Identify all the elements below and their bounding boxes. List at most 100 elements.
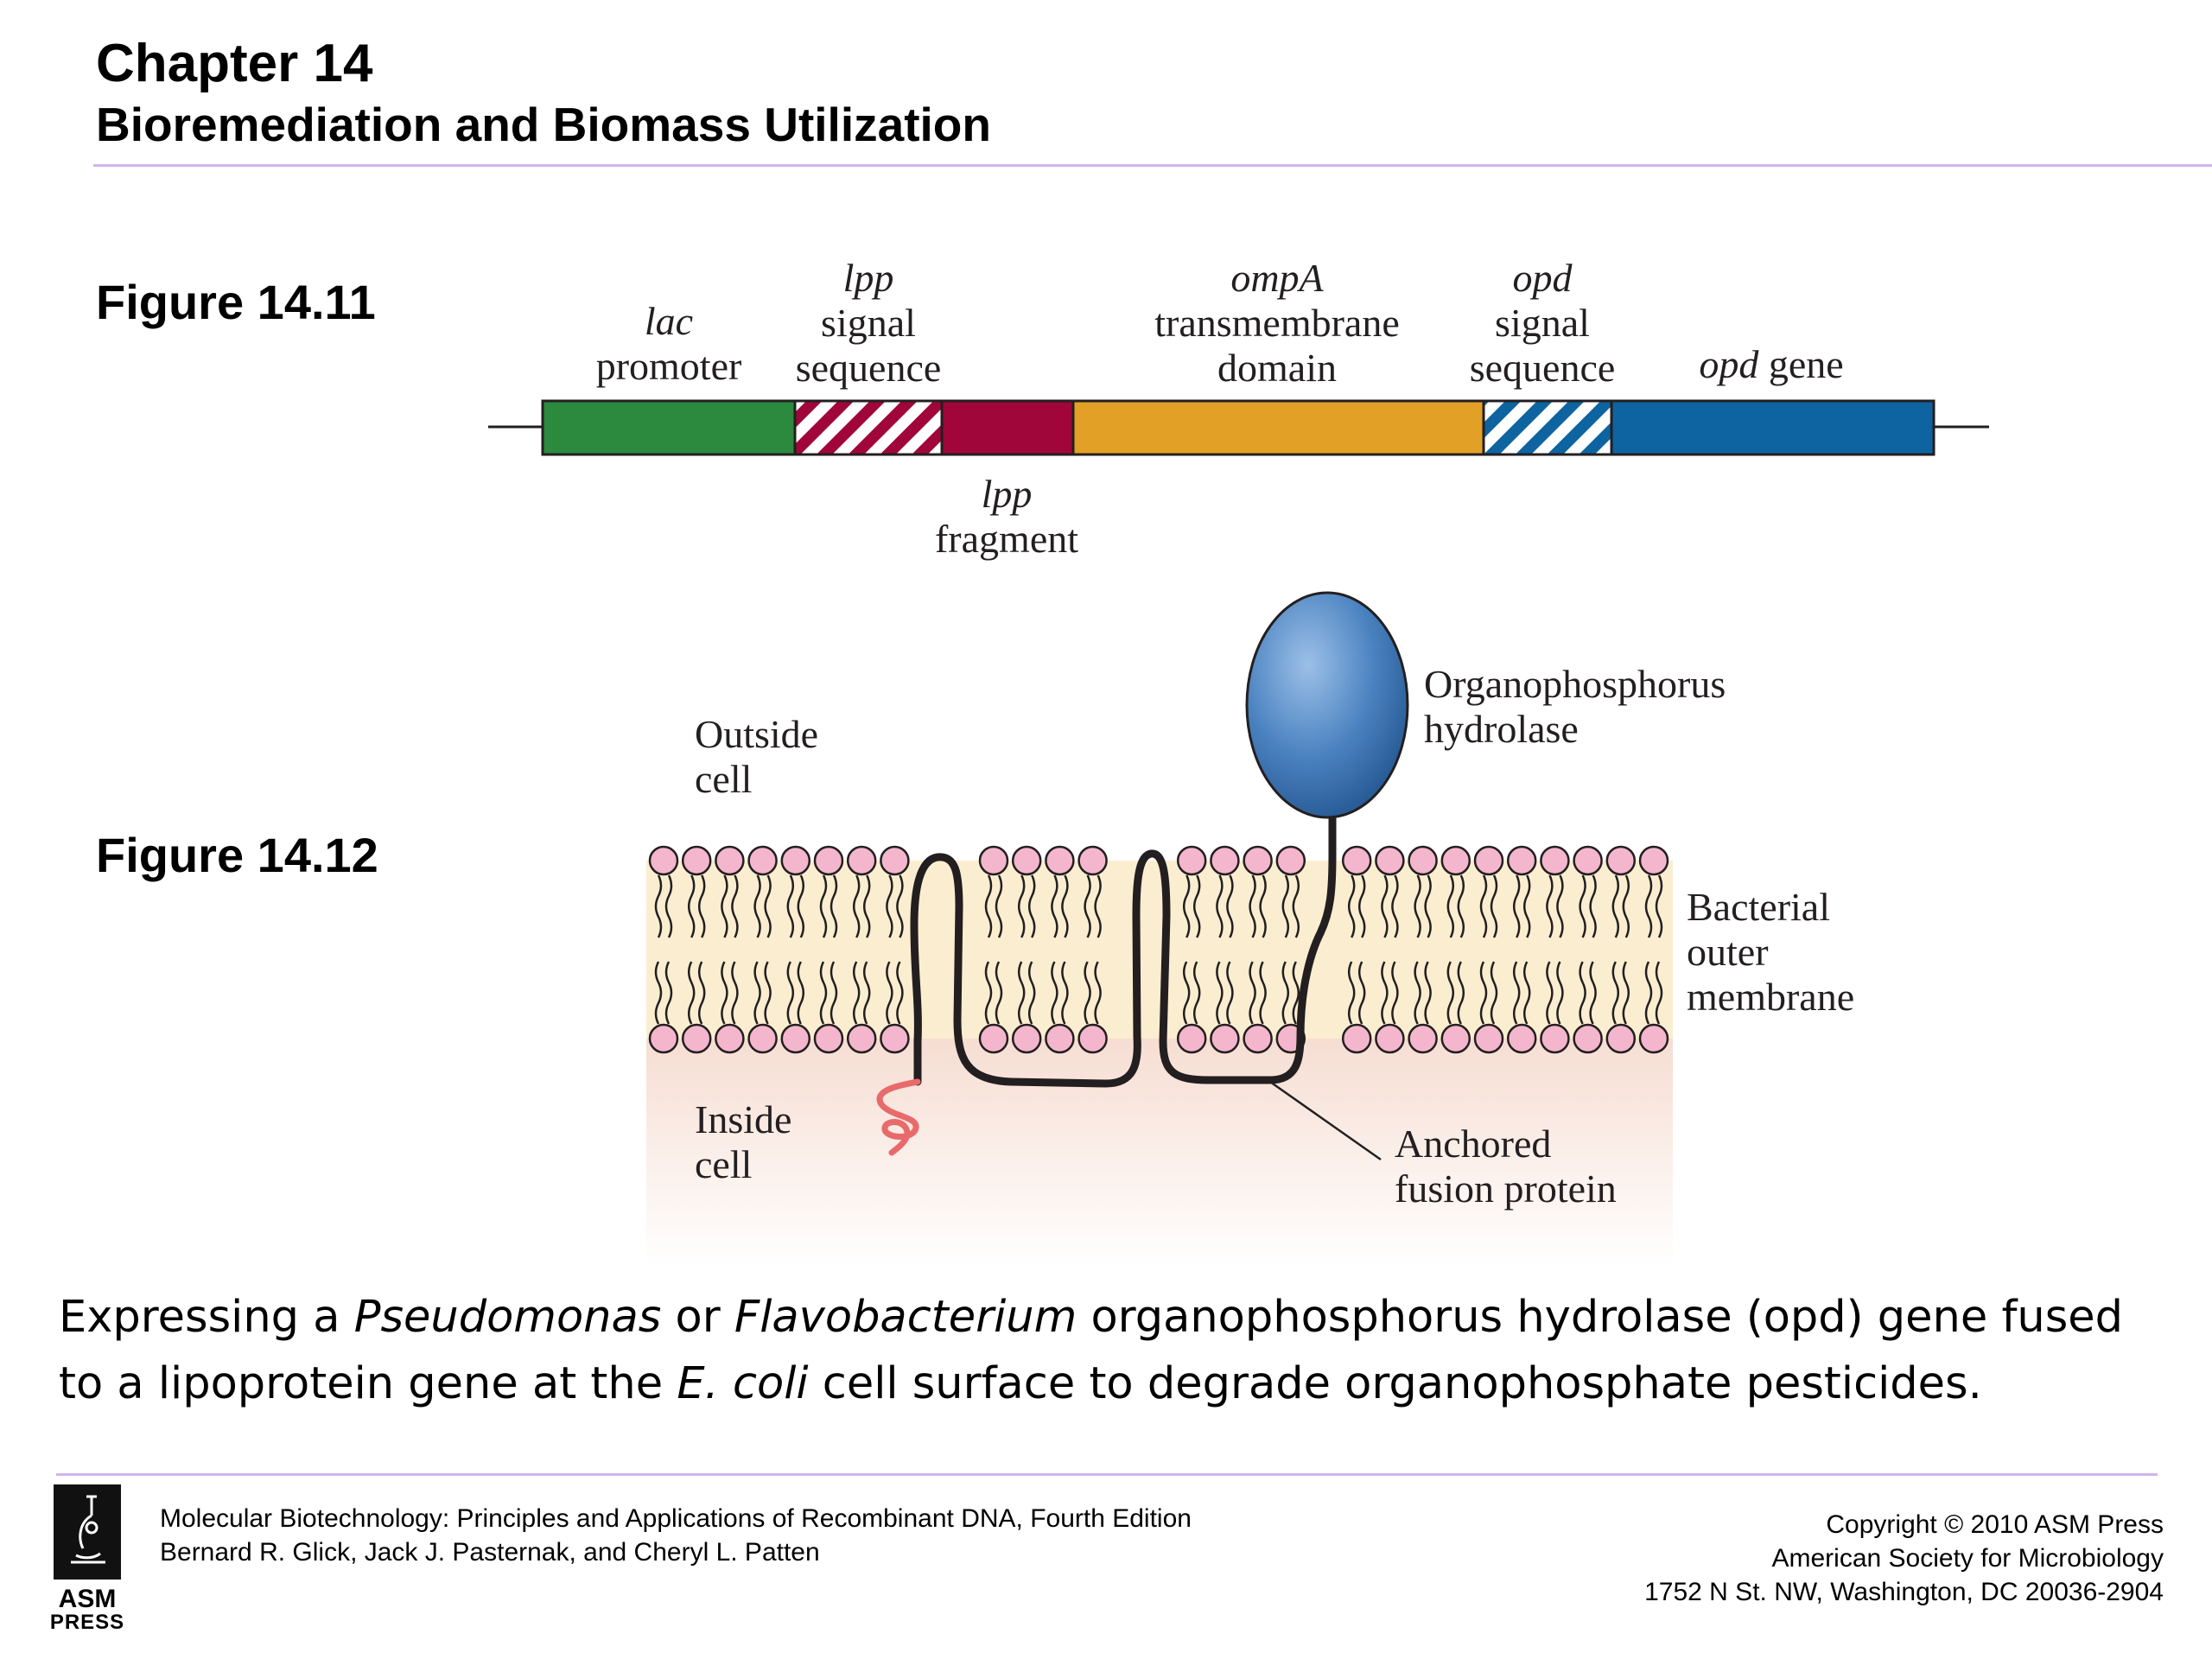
lipid-tail — [1611, 961, 1620, 1025]
lipid-tail — [1622, 961, 1630, 1025]
lipid-tail — [1512, 961, 1521, 1025]
lipid-tail — [1281, 874, 1290, 938]
membrane-headgroup-outer — [1540, 845, 1570, 876]
lipid-tail — [1259, 961, 1267, 1025]
lipid-tail — [1216, 961, 1224, 1025]
lipid-tail — [852, 961, 861, 1025]
lipid-tail — [886, 874, 893, 938]
label-bacterial-outer-membrane: Bacterial outer membrane — [1687, 885, 1855, 1019]
lipid-tail — [1414, 961, 1421, 1025]
label-opd-gene: opd gene — [1699, 342, 1844, 386]
membrane-headgroup-outer — [978, 845, 1009, 876]
lipid-tail — [1216, 874, 1224, 938]
membrane-headgroup-outer — [1473, 845, 1504, 876]
lipid-tail — [1094, 874, 1102, 938]
lipid-tail — [1479, 874, 1488, 938]
lipid-tail — [830, 874, 838, 938]
lipid-tail — [862, 961, 871, 1025]
membrane-headgroup-inner — [648, 1023, 679, 1054]
header-divider — [93, 164, 2212, 167]
lipid-tail — [687, 874, 696, 938]
lipid-tail — [1655, 961, 1663, 1025]
signal-peptide-tail — [876, 1078, 921, 1156]
membrane-headgroup-outer — [1243, 845, 1273, 876]
lipid-tail — [1061, 874, 1069, 938]
lipid-tail — [1249, 874, 1256, 938]
lipid-tail — [1490, 961, 1498, 1025]
lipid-tails — [654, 874, 1663, 1025]
label-ompa-transmembrane-domain: ompA transmembrane domain — [1154, 256, 1400, 390]
lipid-tail — [1644, 874, 1653, 938]
segment-lac-promoter — [543, 401, 795, 454]
lipid-tail — [1084, 874, 1091, 938]
lipid-tail — [1084, 961, 1091, 1025]
membrane-headgroup-outer — [715, 845, 745, 876]
membrane-headgroup-inner — [1473, 1023, 1504, 1054]
lipid-tail — [984, 961, 993, 1025]
publisher-society: American Society for Microbiology — [1771, 1544, 2164, 1573]
label-lac-promoter: lac promoter — [595, 299, 742, 388]
lipid-tail — [1017, 874, 1026, 938]
membrane-headgroup-inner — [1540, 1023, 1570, 1054]
lipid-tail — [1457, 961, 1465, 1025]
lipid-tail — [896, 874, 904, 938]
label-outside-cell: Outside cell — [695, 712, 819, 801]
book-title: Molecular Biotechnology: Principles and … — [160, 1504, 1192, 1533]
lipid-tail — [1192, 961, 1201, 1025]
lipid-tail — [1051, 961, 1058, 1025]
lipid-tail — [1017, 961, 1026, 1025]
membrane-headgroup-outer — [1210, 845, 1240, 876]
chapter-subtitle: Bioremediation and Biomass Utilization — [96, 98, 991, 151]
lipid-tail — [721, 961, 728, 1025]
segment-ompa-transmembrane-domain — [1073, 401, 1484, 454]
segment-lpp-signal-sequence — [795, 401, 942, 454]
lipid-tail — [1424, 961, 1432, 1025]
membrane-headgroup-inner — [780, 1023, 811, 1054]
lipid-tail — [1457, 874, 1465, 938]
lipid-tail — [819, 874, 828, 938]
lipid-tail — [1522, 874, 1531, 938]
membrane-headgroup-inner — [1077, 1023, 1108, 1054]
lipid-tail — [1182, 874, 1191, 938]
lipid-tail — [1292, 874, 1300, 938]
lipid-tail — [1381, 961, 1389, 1025]
lipid-tail — [1027, 961, 1036, 1025]
membrane-headgroup-outer — [1408, 845, 1438, 876]
figure-caption: Expressing a Pseudomonas or Flavobacteri… — [59, 1292, 2124, 1409]
lipid-tail — [1589, 874, 1597, 938]
lipid-tail — [1546, 961, 1554, 1025]
lipid-tail — [1424, 874, 1432, 938]
book-authors: Bernard R. Glick, Jack J. Pasternak, and… — [160, 1538, 820, 1567]
lipid-tail — [697, 961, 706, 1025]
lipid-tail — [1347, 961, 1356, 1025]
lipid-tail — [1061, 961, 1069, 1025]
lipid-tail — [664, 961, 673, 1025]
lipid-tail — [896, 961, 904, 1025]
lipid-tail — [697, 874, 706, 938]
lipid-tail — [1192, 874, 1201, 938]
segment-opd-gene — [1611, 401, 1934, 454]
lipid-tail — [1655, 874, 1663, 938]
membrane-headgroup-inner — [1011, 1023, 1042, 1054]
lipid-tail — [1490, 874, 1498, 938]
copyright-line: Copyright © 2010 ASM Press — [1826, 1510, 2164, 1539]
lipid-tail — [1347, 874, 1356, 938]
figure-14-12-label: Figure 14.12 — [96, 828, 378, 882]
lipid-tail — [654, 961, 663, 1025]
lipid-tail — [786, 961, 795, 1025]
membrane-headgroup-outer — [1375, 845, 1405, 876]
organophosphorus-hydrolase-enzyme — [1245, 591, 1409, 819]
logo-text-press: PRESS — [49, 1611, 125, 1634]
membrane-headgroup-inner — [1176, 1023, 1207, 1054]
lipid-tail — [1589, 961, 1597, 1025]
lipid-tail — [1094, 961, 1102, 1025]
membrane-core — [646, 861, 1673, 1039]
label-inside-cell: Inside cell — [695, 1097, 792, 1186]
membrane-headgroup-outer — [747, 845, 778, 876]
lipid-tail — [1357, 874, 1366, 938]
lipid-tail — [764, 874, 772, 938]
lipid-tail — [721, 874, 728, 938]
membrane-headgroup-outer — [1506, 845, 1537, 876]
lipid-tail — [1611, 874, 1620, 938]
